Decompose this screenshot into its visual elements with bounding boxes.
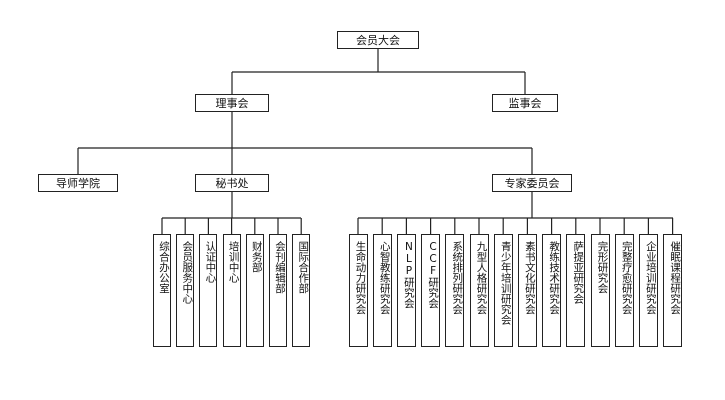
board-of-supervisors-box: 监事会 <box>492 94 558 112</box>
secretariat-unit-box: 会刊编辑部 <box>269 234 287 347</box>
expert-unit-box: 教练技术研究会 <box>542 234 562 347</box>
secretariat-unit-box: 培训中心 <box>222 234 241 347</box>
expert-unit-box: 完整疗愈研究会 <box>614 234 634 347</box>
secretariat-unit-box: 综合办公室 <box>153 234 171 347</box>
root-general-assembly-box: 会员大会 <box>337 31 419 49</box>
secretariat-unit-box: 认证中心 <box>199 234 218 347</box>
expert-unit-box: 系统排列研究会 <box>445 234 465 347</box>
expert-unit-box: 素书文化研究会 <box>517 234 537 347</box>
expert-unit-box: NLP研究会 <box>396 234 416 347</box>
secretariat-unit-box: 会员服务中心 <box>176 234 195 347</box>
expert-unit-box: 催眠课程研究会 <box>663 234 683 347</box>
expert-unit-box: CCF研究会 <box>421 234 441 347</box>
board-of-directors-box: 理事会 <box>195 94 269 112</box>
expert-unit-box: 企业培训研究会 <box>638 234 658 347</box>
secretariat-unit-box: 财务部 <box>245 234 264 347</box>
expert-unit-box: 萨提亚研究会 <box>566 234 586 347</box>
expert-unit-box: 生命动力研究会 <box>348 234 368 347</box>
expert-unit-box: 完形研究会 <box>590 234 610 347</box>
expert-unit-box: 心智教练研究会 <box>372 234 392 347</box>
expert-committee-box: 专家委员会 <box>492 174 572 192</box>
expert-unit-box: 青少年培训研究会 <box>493 234 513 347</box>
secretariat-box: 秘书处 <box>195 174 269 192</box>
secretariat-unit-box: 国际合作部 <box>292 234 311 347</box>
mentor-academy-box: 导师学院 <box>38 174 118 192</box>
expert-unit-box: 九型人格研究会 <box>469 234 489 347</box>
